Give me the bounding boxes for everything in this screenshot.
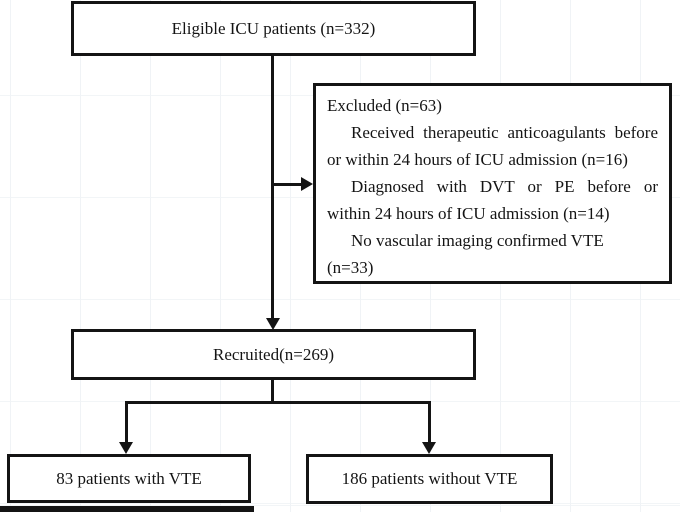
- node-without-vte-label: 186 patients without VTE: [341, 469, 518, 488]
- arrowhead-down-vte: [119, 442, 133, 454]
- excluded-title: Excluded (n=63): [327, 96, 442, 115]
- connector-drop-right: [428, 401, 431, 443]
- node-without-vte: 186 patients without VTE: [306, 454, 553, 504]
- crop-artifact-bottom-bar: [0, 506, 254, 512]
- arrowhead-right-excluded: [301, 177, 313, 191]
- connector-drop-left: [125, 401, 128, 443]
- node-excluded: Excluded (n=63) Received therapeutic ant…: [313, 83, 672, 284]
- excluded-line-4: within 24 hours of ICU admission (n=14): [327, 204, 610, 223]
- excluded-line-1: Received therapeutic anticoagulants befo…: [351, 123, 658, 142]
- arrowhead-down-no-vte: [422, 442, 436, 454]
- node-recruited: Recruited(n=269): [71, 329, 476, 380]
- node-with-vte-label: 83 patients with VTE: [56, 468, 202, 488]
- node-eligible-label: Eligible ICU patients (n=332): [171, 18, 376, 38]
- excluded-line-3: Diagnosed with DVT or PE before or: [351, 177, 658, 196]
- excluded-line-5: No vascular imaging confirmed VTE: [351, 231, 604, 250]
- connector-eligible-to-recruited: [271, 56, 274, 318]
- excluded-line-2: or within 24 hours of ICU admission (n=1…: [327, 150, 628, 169]
- node-recruited-label: Recruited(n=269): [213, 344, 334, 364]
- connector-recruited-stem: [271, 380, 274, 404]
- connector-branch-excluded: [271, 183, 302, 186]
- arrowhead-down-recruited: [266, 318, 280, 330]
- excluded-line-6: (n=33): [327, 258, 374, 277]
- connector-split-horizontal: [125, 401, 431, 404]
- node-eligible-icu-patients: Eligible ICU patients (n=332): [71, 1, 476, 56]
- node-with-vte: 83 patients with VTE: [7, 454, 251, 503]
